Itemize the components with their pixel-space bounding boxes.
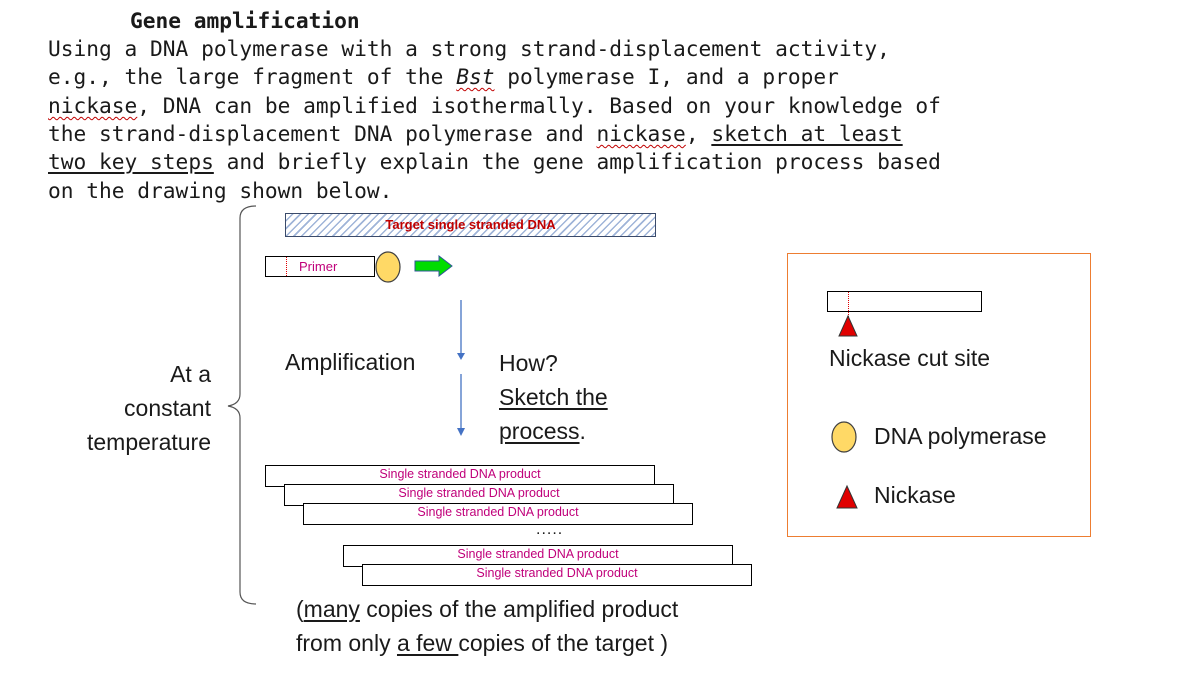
constant-label-line-2: constant (124, 395, 211, 421)
question-line-2-end: polymerase I, and a proper (494, 64, 839, 89)
legend-nickase-triangle-icon (838, 314, 858, 337)
question-line-4-mid: , (685, 121, 712, 146)
target-dna-label: Target single stranded DNA (385, 217, 556, 232)
legend-cut-site-strand (827, 291, 982, 317)
sketch-the-label: Sketch the (499, 384, 608, 410)
process-label: process. (499, 418, 586, 445)
constant-label-line-1: At a (170, 361, 211, 387)
amplification-label: Amplification (285, 349, 416, 375)
caption-line-2-end: copies of the target ) (458, 630, 669, 656)
two-key-steps-underlined: two key steps (48, 149, 214, 174)
target-dna-strand: Target single stranded DNA (285, 213, 656, 237)
legend-polymerase-label: DNA polymerase (874, 423, 1047, 449)
amplification-down-arrow (457, 300, 465, 436)
caption-line-2-start: from only (296, 630, 397, 656)
product-label-4: Single stranded DNA product (457, 547, 619, 561)
primer-nick-site (286, 257, 287, 276)
question-line-3-text: , DNA can be amplified isothermally. Bas… (137, 93, 941, 118)
question-line-5: two key steps and briefly explain the ge… (48, 149, 941, 174)
process-period: . (579, 418, 586, 444)
caption-line-1-text: copies of the amplified product (359, 596, 679, 622)
extension-arrow-icon (414, 255, 453, 277)
product-strand-2: Single stranded DNA product (284, 484, 674, 506)
bst-italic: Bst (456, 64, 495, 89)
legend-box (787, 253, 1091, 537)
nickase-word-1: nickase (48, 93, 138, 118)
left-brace (227, 205, 257, 605)
question-line-1-text: Using a DNA polymerase with a strong str… (48, 36, 890, 61)
product-strand-5: Single stranded DNA product (362, 564, 752, 586)
product-label-1: Single stranded DNA product (379, 467, 541, 481)
question-line-5-text: and briefly explain the gene amplificati… (213, 149, 941, 174)
legend-cut-site-label: Nickase cut site (829, 345, 991, 371)
product-label-5: Single stranded DNA product (476, 566, 638, 580)
primer-strand: Primer (265, 256, 375, 277)
product-label-2: Single stranded DNA product (398, 486, 560, 500)
polymerase-icon (375, 251, 401, 283)
question-line-4: the strand-displacement DNA polymerase a… (48, 121, 903, 146)
question-title: Gene amplification (130, 8, 360, 33)
nickase-word-2: nickase (596, 121, 686, 146)
product-strand-3: Single stranded DNA product (303, 503, 693, 525)
primer-label: Primer (299, 259, 338, 274)
caption-many: many (303, 596, 360, 622)
question-line-6: on the drawing shown below. (48, 178, 392, 203)
process-word: process (499, 418, 580, 444)
legend-nickase-icon (836, 484, 858, 509)
question-line-3: nickase, DNA can be amplified isothermal… (48, 93, 941, 118)
constant-label-line-3: temperature (86, 429, 211, 455)
legend-nickase-label: Nickase (874, 482, 956, 508)
legend-cut-site-line (848, 292, 849, 317)
caption-a-few: a few (396, 630, 459, 656)
caption-open-paren: ( (296, 596, 304, 622)
question-line-4-start: the strand-displacement DNA polymerase a… (48, 121, 597, 146)
caption-line-2: from only a few copies of the target ) (296, 630, 668, 657)
product-label-3: Single stranded DNA product (417, 505, 579, 519)
caption-line-1: (many copies of the amplified product (296, 596, 678, 623)
sketch-underlined: sketch at least (711, 121, 903, 146)
question-line-2-start: e.g., the large fragment of the (48, 64, 457, 89)
question-line-6-text: on the drawing shown below. (48, 178, 393, 203)
how-label: How? (499, 350, 558, 376)
question-line-2: e.g., the large fragment of the Bst poly… (48, 64, 839, 89)
product-ellipsis: ..... (536, 521, 564, 538)
legend-polymerase-icon (831, 421, 857, 453)
question-line-1: Using a DNA polymerase with a strong str… (48, 36, 890, 61)
